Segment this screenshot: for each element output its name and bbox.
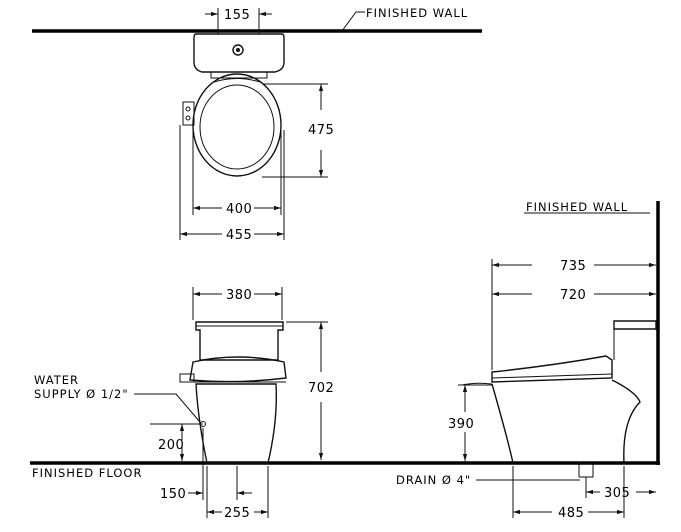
top-view: FINISHED WALL 155 475 400 — [32, 6, 482, 243]
top-seat-inner — [199, 84, 275, 170]
dim-200: 200 — [158, 438, 184, 453]
dim-475: 475 — [308, 123, 334, 138]
dim-305: 305 — [604, 486, 630, 501]
side-bowl — [491, 379, 641, 464]
dim-255: 255 — [224, 506, 250, 521]
bidet-control-panel — [182, 101, 195, 126]
flush-button-icon — [232, 44, 244, 56]
side-tank — [613, 320, 657, 330]
drain-pipe — [578, 462, 594, 478]
dim-735: 735 — [560, 259, 586, 274]
dim-720: 720 — [560, 288, 586, 303]
dim-455: 455 — [226, 228, 252, 243]
finished-floor-label: FINISHED FLOOR — [32, 466, 142, 480]
drain-label: DRAIN Ø 4" — [396, 473, 471, 487]
water-supply-label-1: WATER — [34, 373, 79, 387]
dim-400: 400 — [226, 202, 252, 217]
dim-485: 485 — [558, 506, 584, 521]
top-seat-outer — [192, 73, 282, 177]
dim-155: 155 — [224, 8, 250, 23]
finished-wall-top-label: FINISHED WALL — [366, 6, 468, 20]
dim-702: 702 — [308, 381, 334, 396]
dim-150: 150 — [160, 487, 186, 502]
side-seat — [491, 355, 613, 383]
front-tank — [195, 321, 284, 361]
side-view: FINISHED WALL 735 720 390 DRAIN Ø 4" — [396, 200, 660, 521]
water-supply-label-2: SUPPLY Ø 1/2" — [34, 387, 129, 401]
front-bowl — [195, 383, 277, 464]
front-seat — [189, 356, 287, 383]
top-tank — [193, 33, 285, 73]
finished-wall-side-label: FINISHED WALL — [526, 200, 628, 214]
front-view: 380 702 WATER SUPPLY Ø 1/2" 200 150 255 — [34, 287, 334, 521]
dim-390: 390 — [448, 417, 474, 432]
dim-380: 380 — [226, 288, 252, 303]
